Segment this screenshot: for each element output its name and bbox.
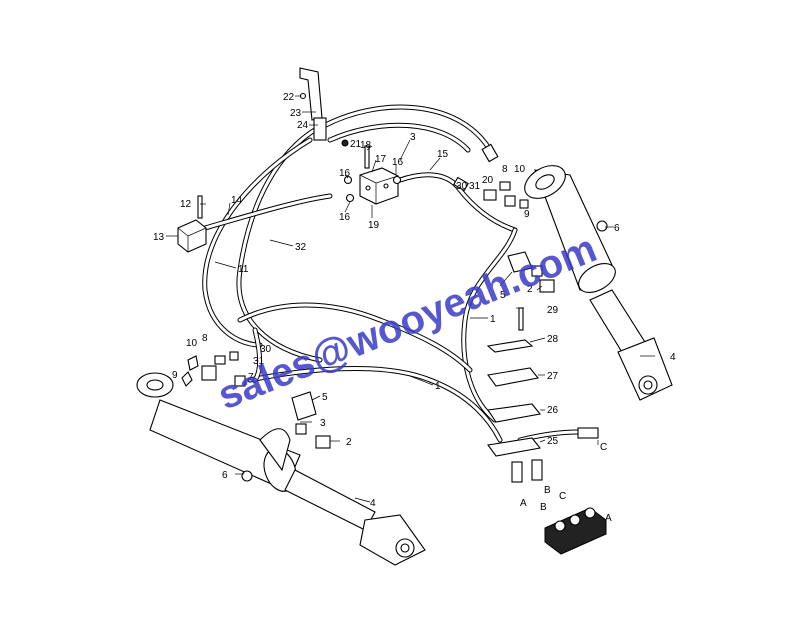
- label-A-manifold: A: [605, 513, 612, 524]
- label-19: 19: [368, 220, 380, 231]
- part-labels: 22 23 24 21 18 17 3 15 16 16 16 19 8 10 …: [153, 92, 676, 524]
- label-2-right: 2: [527, 284, 533, 295]
- label-5-right: 5: [500, 290, 506, 301]
- label-9-left: 9: [172, 370, 178, 381]
- label-5-left: 5: [322, 392, 328, 403]
- right-hydraulic-cylinder: [524, 165, 673, 401]
- label-6-right: 6: [614, 223, 620, 234]
- label-3-top: 3: [410, 132, 416, 143]
- label-16-right: 16: [392, 157, 404, 168]
- label-24: 24: [297, 120, 309, 131]
- distribution-block: [341, 139, 402, 205]
- watermark-text: sales@wooyeah.com: [212, 226, 603, 418]
- valve-block-13: [177, 195, 207, 253]
- label-29: 29: [547, 305, 559, 316]
- label-8-left: 8: [202, 333, 208, 344]
- label-18: 18: [360, 140, 372, 151]
- label-6-left: 6: [222, 470, 228, 481]
- label-2-left: 2: [346, 437, 352, 448]
- label-B-lower: B: [544, 485, 551, 496]
- label-22: 22: [283, 92, 295, 103]
- label-16-upper: 16: [339, 168, 351, 179]
- label-30-right: 30: [456, 181, 468, 192]
- label-10-right: 10: [514, 164, 526, 175]
- label-31-right: 31: [469, 181, 481, 192]
- label-20: 20: [482, 175, 494, 186]
- label-9-right: 9: [524, 209, 530, 220]
- label-30-left: 30: [260, 344, 272, 355]
- right-fitting-group: [453, 143, 529, 209]
- label-A-lower: A: [520, 498, 527, 509]
- port-manifold: [511, 427, 607, 555]
- label-31-left: 31: [253, 356, 265, 367]
- left-fitting-group: [181, 351, 246, 387]
- label-26: 26: [547, 405, 559, 416]
- label-3-left: 3: [320, 418, 326, 429]
- label-16-lower: 16: [339, 212, 351, 223]
- label-28: 28: [547, 334, 559, 345]
- label-13: 13: [153, 232, 165, 243]
- label-C-right: C: [600, 442, 607, 453]
- hose-lines: [202, 104, 581, 443]
- label-32: 32: [295, 242, 307, 253]
- label-10-left: 10: [186, 338, 198, 349]
- label-15: 15: [437, 149, 449, 160]
- left-hydraulic-cylinder: [136, 372, 426, 566]
- hose-clamp-stack: [291, 251, 542, 457]
- label-11: 11: [238, 264, 249, 275]
- label-1-lower: 1: [435, 381, 441, 392]
- label-12: 12: [180, 199, 192, 210]
- label-23: 23: [290, 108, 302, 119]
- label-14: 14: [231, 195, 243, 206]
- leader-lines: [166, 95, 655, 503]
- label-25: 25: [547, 436, 559, 447]
- label-4-left: 4: [370, 498, 376, 509]
- label-27: 27: [547, 371, 559, 382]
- label-8-right: 8: [502, 164, 508, 175]
- label-7: 7: [248, 372, 254, 383]
- label-4-right: 4: [670, 352, 676, 363]
- elbow-fittings: [295, 265, 555, 449]
- label-17: 17: [375, 154, 387, 165]
- label-21: 21: [350, 139, 362, 150]
- label-C-manifold: C: [559, 491, 566, 502]
- label-B-manifold: B: [540, 502, 547, 513]
- label-1-upper: 1: [490, 314, 496, 325]
